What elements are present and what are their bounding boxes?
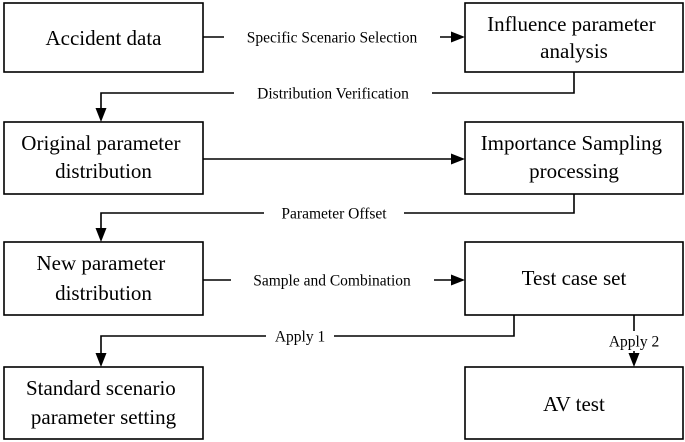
label-apply-2: Apply 2	[609, 334, 659, 351]
node-standard-scenario-parameter-setting: Standard scenario parameter setting	[3, 366, 204, 440]
node-new-parameter-distribution-box	[3, 241, 204, 316]
node-standard-scenario-parameter-setting-line-1: Standard scenario	[26, 376, 176, 400]
node-influence-parameter-analysis-line-1: Influence parameter	[487, 12, 655, 36]
node-original-parameter-distribution-line-1: Original parameter	[21, 131, 180, 155]
arrowhead-avtest	[628, 353, 640, 367]
svg-text:Accident data: Accident data	[45, 26, 162, 50]
svg-text:Standard scenario parame: Standard scenario parameter setting	[26, 376, 181, 429]
node-test-case-set-box	[464, 241, 684, 316]
node-importance-sampling-processing-line-1: Importance Sampling	[481, 131, 663, 155]
label-parameter-offset: Parameter Offset	[281, 206, 387, 223]
node-av-test: AV test	[464, 366, 684, 440]
node-standard-scenario-parameter-setting-box	[3, 366, 204, 440]
node-accident-data: Accident data	[3, 2, 204, 73]
node-influence-parameter-analysis-box	[464, 2, 684, 73]
node-standard-scenario-parameter-setting-line-2: parameter setting	[31, 405, 177, 429]
node-original-parameter-distribution-box	[3, 121, 204, 195]
arrowhead-new	[95, 228, 107, 242]
node-accident-data-line-1: Accident data	[45, 26, 162, 50]
svg-text:Influence parameter anal: Influence parameter analysis	[487, 12, 661, 63]
arrowhead-original	[95, 108, 107, 122]
arrowhead-importance	[451, 153, 465, 165]
node-original-parameter-distribution-line-2: distribution	[55, 159, 152, 183]
svg-text:AV test: AV test	[543, 392, 605, 416]
node-new-parameter-distribution-line-2: distribution	[55, 281, 152, 305]
label-apply-1: Apply 1	[275, 329, 325, 346]
svg-text:Importance Sampling proc: Importance Sampling processing	[481, 131, 668, 183]
node-av-test-line-1: AV test	[543, 392, 605, 416]
node-av-test-box	[464, 366, 684, 440]
node-importance-sampling-processing: Importance Sampling processing	[464, 121, 684, 195]
svg-text:New parameter distributi: New parameter distribution	[36, 251, 170, 305]
node-influence-parameter-analysis: Influence parameter analysis	[464, 2, 684, 73]
label-sample-and-combination: Sample and Combination	[253, 273, 411, 290]
node-test-case-set: Test case set	[464, 241, 684, 316]
node-accident-data-box	[3, 2, 204, 73]
svg-text:Test case set: Test case set	[522, 266, 627, 290]
node-new-parameter-distribution-line-1: New parameter	[36, 251, 165, 275]
node-importance-sampling-processing-line-2: processing	[529, 159, 619, 183]
node-original-parameter-distribution: Original parameter distribution	[3, 121, 204, 195]
node-influence-parameter-analysis-line-2: analysis	[540, 39, 608, 63]
svg-text:Original parameter distr: Original parameter distribution	[21, 131, 185, 183]
node-importance-sampling-processing-box	[464, 121, 684, 195]
label-specific-scenario-selection: Specific Scenario Selection	[247, 30, 418, 47]
node-new-parameter-distribution: New parameter distribution	[3, 241, 204, 316]
arrowhead-influence	[451, 31, 465, 43]
arrowhead-testcase	[451, 274, 465, 286]
arrowhead-standard	[95, 353, 107, 367]
label-distribution-verification: Distribution Verification	[257, 86, 409, 103]
node-test-case-set-line-1: Test case set	[522, 266, 627, 290]
